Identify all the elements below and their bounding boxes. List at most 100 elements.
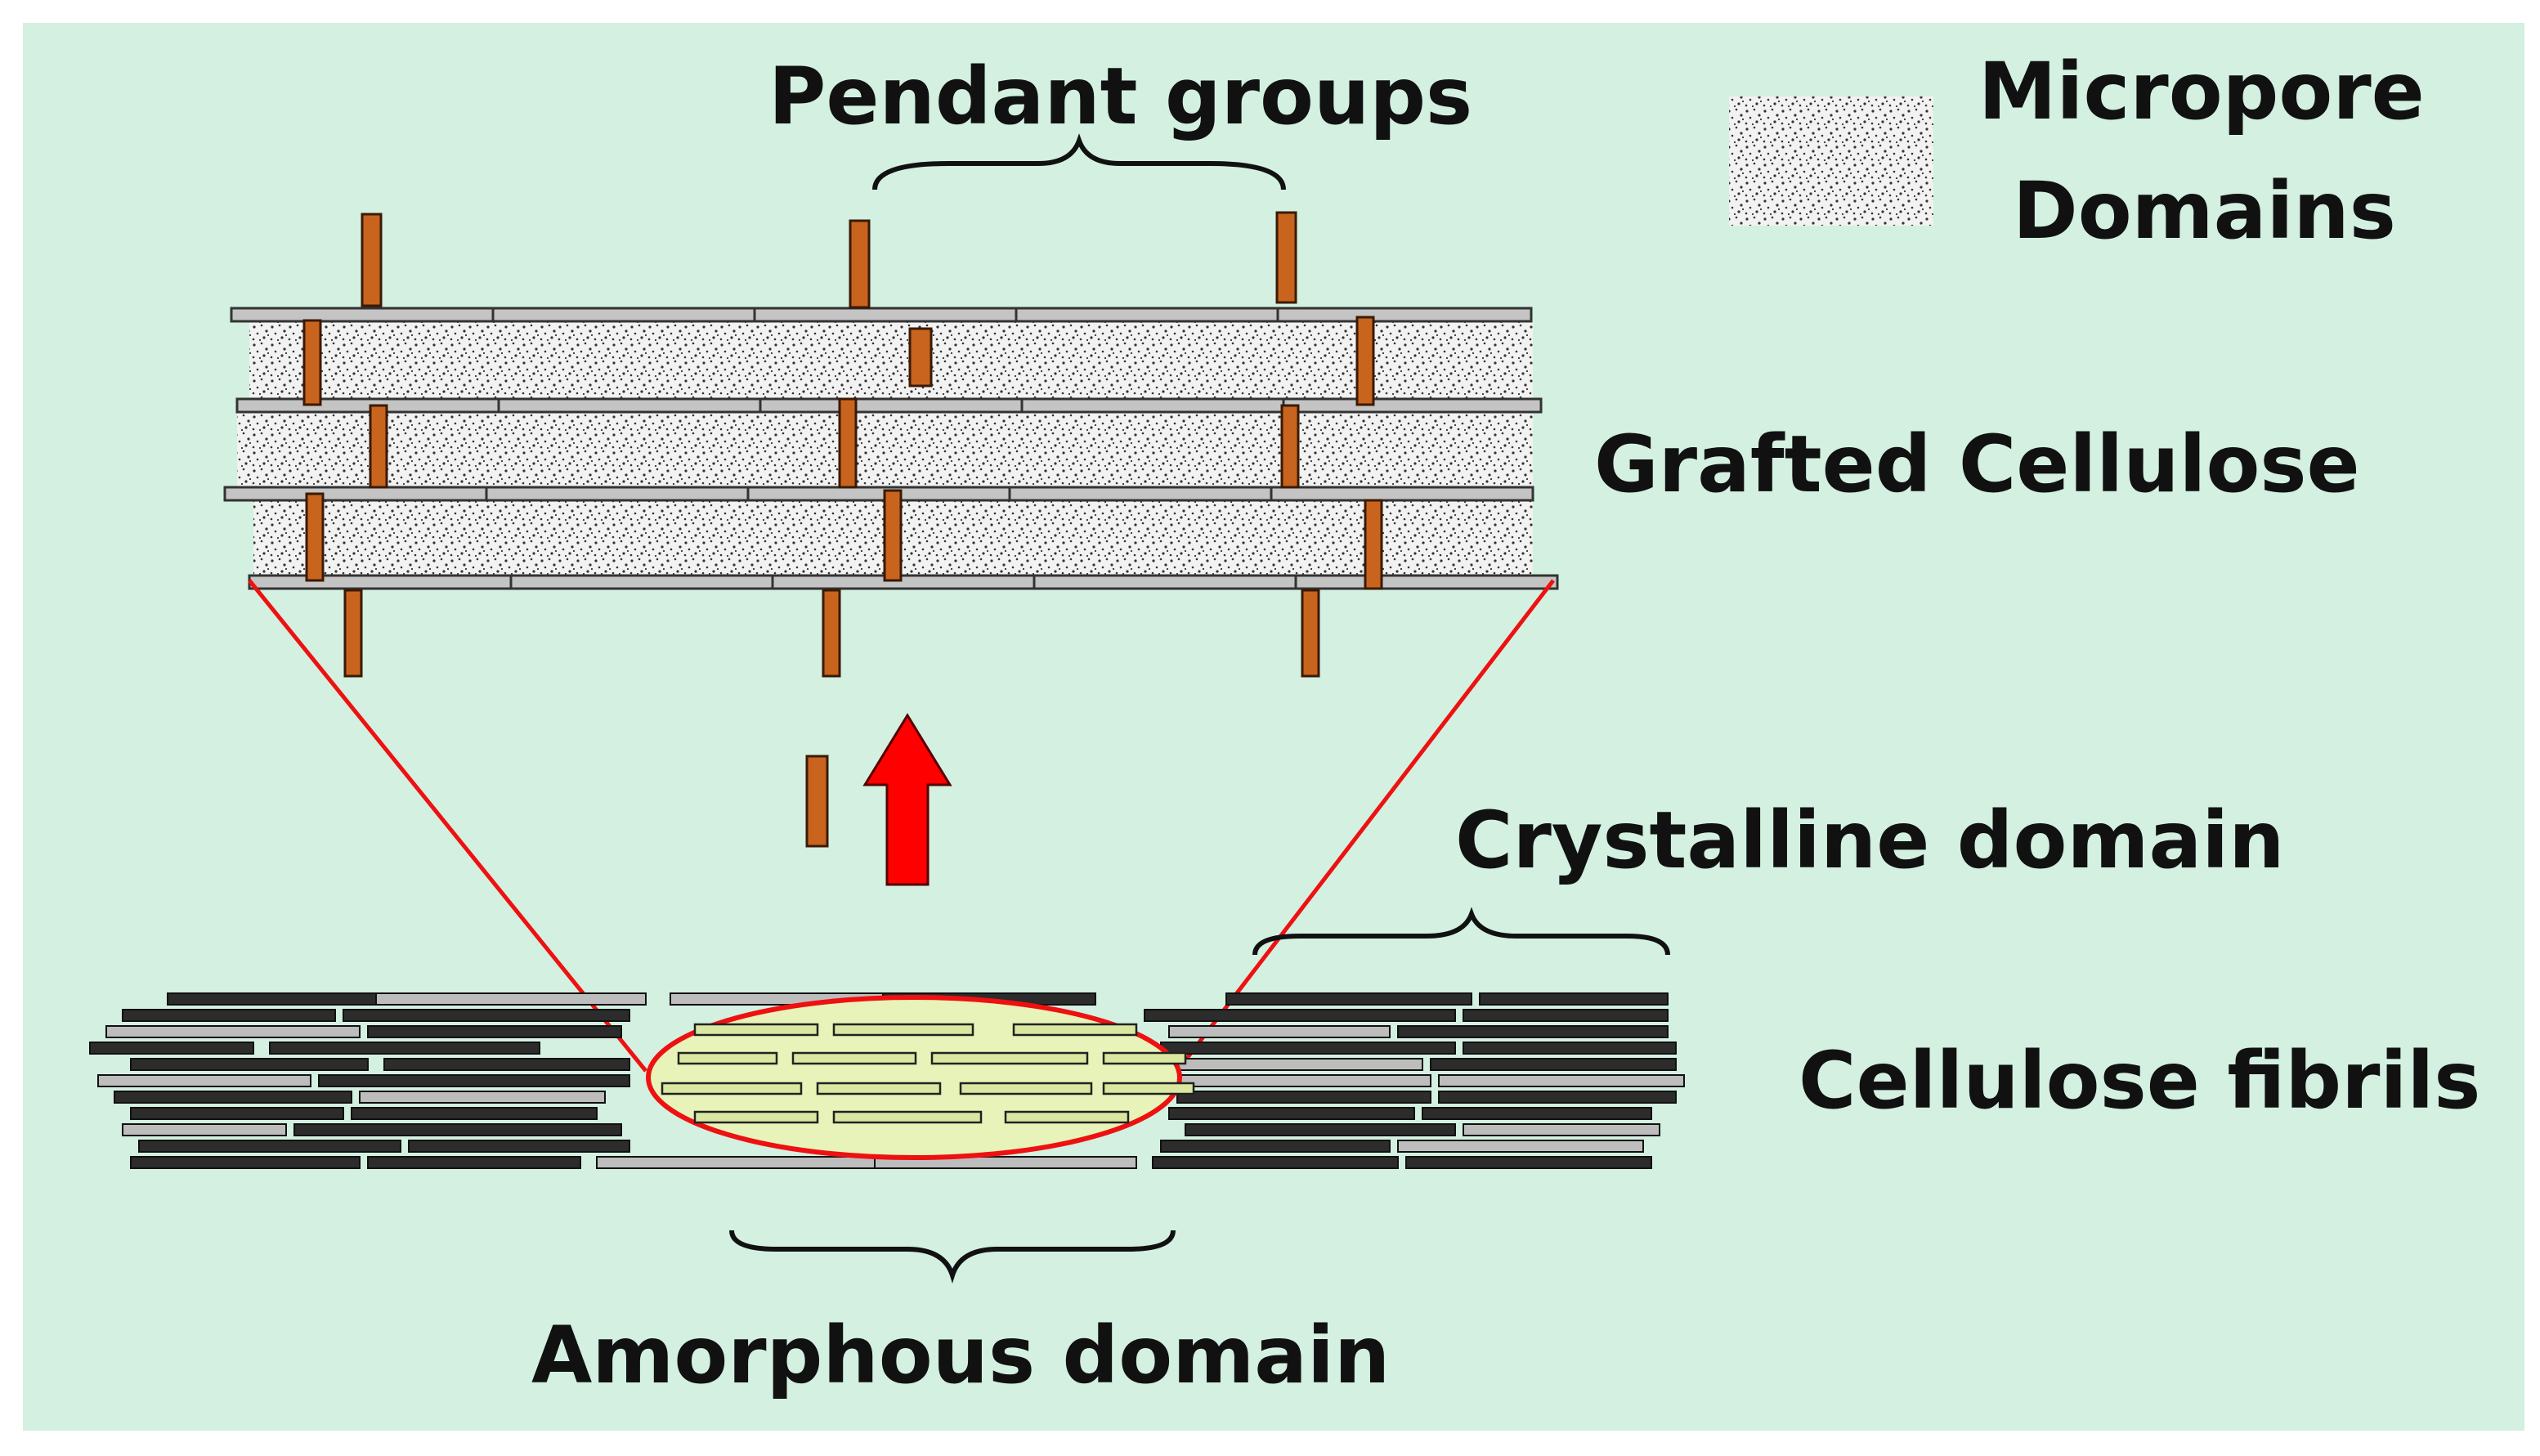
cellulose-fibril-rod: [122, 1009, 336, 1022]
pendant-groups-label: Pendant groups: [768, 51, 1473, 142]
amorphous-rod: [1102, 1051, 1187, 1065]
cellulose-fibril-rod: [130, 1107, 344, 1120]
cellulose-fibril-rod: [269, 1042, 540, 1055]
cellulose-fibril-rod: [1185, 1123, 1456, 1136]
micropore-band: [249, 320, 1533, 399]
cellulose-fibril-rod: [293, 1123, 622, 1136]
cellulose-fibril-rod: [105, 1025, 361, 1038]
cellulose-fibril-rod: [367, 1025, 622, 1038]
cellulose-fibril-rod: [1405, 1156, 1652, 1169]
cellulose-fibril-rod: [122, 1123, 287, 1136]
grafted-cellulose-label: Grafted Cellulose: [1594, 419, 2360, 510]
cellulose-fibril-rod: [130, 1058, 369, 1071]
cellulose-fibril-rod: [375, 992, 647, 1006]
pendant-group-stick: [369, 404, 388, 489]
pendant-group-stick: [343, 589, 363, 678]
cellulose-fibrils: [89, 992, 1685, 1169]
amorphous-rod: [1012, 1023, 1138, 1037]
pendant-group-stick: [1355, 316, 1375, 406]
cellulose-fibril-rod: [167, 992, 389, 1006]
micropore-label-line1: Micropore: [1978, 46, 2425, 137]
cellulose-fibril-rod: [1397, 1140, 1644, 1153]
cellulose-fibril-rod: [89, 1042, 254, 1055]
amorphous-rod: [693, 1023, 819, 1037]
cellulose-fibril-rod: [1463, 1123, 1660, 1136]
pendant-groups-brace: [872, 133, 1286, 190]
pendant-group-stick: [908, 327, 933, 388]
pendant-group-stick: [1280, 404, 1300, 489]
cellulose-fibril-rod: [138, 1140, 401, 1153]
amorphous-rod: [930, 1051, 1089, 1065]
cellulose-fibrils-label: Cellulose fibrils: [1799, 1035, 2481, 1127]
amorphous-rod: [832, 1023, 974, 1037]
cellulose-fibril-rod: [351, 1107, 598, 1120]
amorphous-rod: [832, 1110, 983, 1124]
micropore-legend-swatch: [1729, 96, 1933, 226]
cellulose-fibril-rod: [1176, 1058, 1423, 1071]
cellulose-backbone-bar: [248, 574, 1559, 590]
cellulose-fibril-rod: [1176, 1091, 1431, 1104]
cellulose-fibril-rod: [596, 1156, 876, 1169]
amorphous-rod: [677, 1051, 778, 1065]
pendant-group-stick: [822, 589, 841, 678]
cellulose-fibril-rod: [318, 1074, 630, 1087]
amorphous-domain-ellipse: [646, 995, 1182, 1160]
cellulose-fibril-rod: [343, 1009, 630, 1022]
amorphous-rod: [816, 1082, 942, 1095]
cellulose-fibril-rod: [1160, 1140, 1391, 1153]
amorphous-rod: [791, 1051, 917, 1065]
cellulose-fibril-rod: [1438, 1074, 1685, 1087]
amorphous-rod: [693, 1110, 819, 1124]
cellulose-fibril-rod: [1168, 1107, 1415, 1120]
cellulose-backbone-bar: [223, 486, 1534, 502]
cellulose-fibril-rod: [1422, 1107, 1652, 1120]
cellulose-fibril-rod: [1152, 1156, 1399, 1169]
pendant-group-stick: [1275, 211, 1297, 304]
cellulose-fibril-rod: [383, 1058, 630, 1071]
up-arrow-icon: [862, 713, 952, 886]
micropore-label-line2: Domains: [2013, 165, 2396, 257]
pendant-group-stick: [361, 213, 383, 307]
pendant-group-stick: [305, 492, 325, 582]
pendant-group-stick: [302, 319, 322, 406]
micropore-band: [237, 409, 1533, 487]
cellulose-fibril-rod: [367, 1156, 581, 1169]
crystalline-domain-brace: [1252, 907, 1670, 956]
cellulose-fibril-rod: [1463, 1009, 1669, 1022]
amorphous-rod: [661, 1082, 803, 1095]
amorphous-rod: [1004, 1110, 1130, 1124]
zoom-line-right: [1176, 579, 1555, 1073]
pendant-group-stick: [805, 755, 829, 848]
pendant-group-stick: [849, 219, 871, 309]
amorphous-domain-label: Amorphous domain: [531, 1310, 1391, 1401]
cellulose-fibril-rod: [1144, 1009, 1456, 1022]
cellulose-fibril-rod: [1397, 1025, 1669, 1038]
pendant-group-stick: [838, 397, 858, 489]
pendant-group-stick: [883, 489, 903, 582]
cellulose-fibril-rod: [1430, 1058, 1677, 1071]
cellulose-fibril-rod: [359, 1091, 606, 1104]
cellulose-backbone-bar: [235, 397, 1543, 414]
pendant-group-stick: [1364, 499, 1383, 590]
zoom-line-left: [248, 579, 647, 1073]
crystalline-domain-label: Crystalline domain: [1455, 795, 2285, 886]
cellulose-fibril-rod: [1463, 1042, 1677, 1055]
cellulose-fibril-rod: [1438, 1091, 1677, 1104]
cellulose-fibril-rod: [114, 1091, 352, 1104]
amorphous-rod: [959, 1082, 1093, 1095]
cellulose-fibril-rod: [97, 1074, 311, 1087]
cellulose-fibril-rod: [130, 1156, 361, 1169]
cellulose-fibril-rod: [1160, 1042, 1456, 1055]
cellulose-fibril-rod: [1168, 1025, 1391, 1038]
grafted-cellulose-stack: [223, 307, 1559, 590]
cellulose-backbone-bar: [230, 307, 1533, 323]
cellulose-fibril-rod: [408, 1140, 630, 1153]
amorphous-rod: [1102, 1082, 1195, 1095]
pendant-groups: [302, 211, 1383, 848]
background-panel: [23, 23, 2524, 1431]
cellulose-fibril-rod: [1479, 992, 1669, 1006]
cellulose-fibril-rod: [1225, 992, 1472, 1006]
amorphous-domain-brace: [729, 1230, 1176, 1284]
